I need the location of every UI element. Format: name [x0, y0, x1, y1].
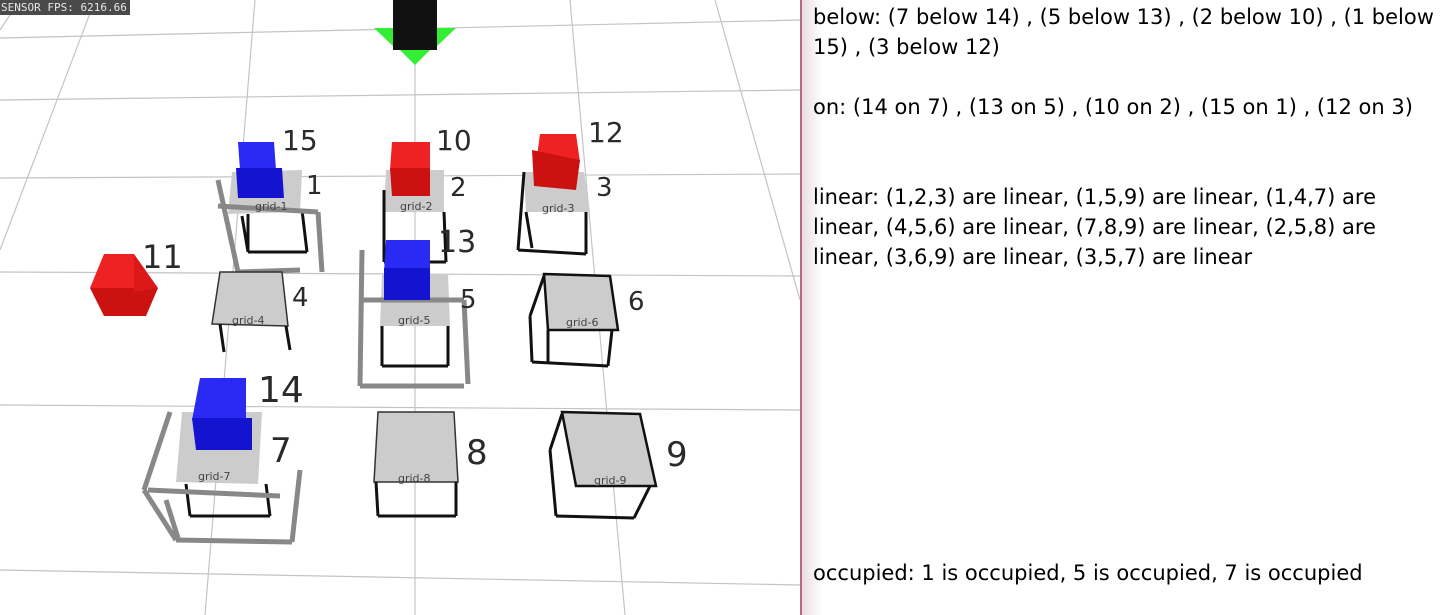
grid-number-7: 7 — [270, 431, 292, 471]
grid-number-9: 9 — [666, 435, 688, 475]
grid-number-3: 3 — [596, 173, 613, 203]
arrow-right-fin — [437, 28, 456, 46]
grid-number-4: 4 — [292, 283, 309, 313]
block-label-14: 14 — [258, 370, 304, 411]
robot-gripper — [374, 0, 456, 65]
grid-number-5: 5 — [460, 285, 477, 315]
grid-number-8: 8 — [466, 433, 488, 473]
block-14-blue[interactable]: 14 — [192, 370, 304, 450]
block-label-10: 10 — [436, 124, 472, 157]
grid-label-3: grid-3 — [542, 202, 575, 215]
grid-label-1: grid-1 — [255, 200, 288, 213]
block-13-blue[interactable]: 13 — [384, 225, 476, 300]
grid-cell-9[interactable]: grid-9 9 — [548, 410, 688, 520]
grid-label-6: grid-6 — [566, 316, 599, 329]
fps-readout: SENSOR FPS: 6216.66 — [0, 0, 130, 15]
grid-number-6: 6 — [628, 287, 645, 317]
panel-shade — [802, 0, 822, 615]
block-label-13: 13 — [438, 225, 476, 260]
block-label-11: 11 — [142, 238, 183, 276]
scene-canvas: grid-1 1 grid-2 2 grid-3 — [0, 0, 800, 615]
grid-label-2: grid-2 — [400, 200, 433, 213]
block-12-red[interactable]: 12 — [532, 116, 624, 190]
block-10-red[interactable]: 10 — [390, 124, 472, 196]
grid-label-9: grid-9 — [594, 474, 627, 487]
block-11-red[interactable]: 11 — [90, 238, 183, 316]
grid-label-7: grid-7 — [198, 470, 231, 483]
sim-viewport[interactable]: grid-1 1 grid-2 2 grid-3 — [0, 0, 800, 615]
grid-cell-6[interactable]: grid-6 6 — [528, 272, 645, 368]
predicate-linear: linear: (1,2,3) are linear, (1,5,9) are … — [813, 185, 1377, 269]
grid-number-1: 1 — [306, 171, 323, 201]
arrow-tip — [400, 50, 430, 65]
grid-cell-8[interactable]: grid-8 8 — [373, 411, 488, 518]
block-label-12: 12 — [588, 116, 624, 149]
predicate-panel: below: (7 below 14) , (5 below 13) , (2 … — [813, 0, 1441, 615]
predicate-below: below: (7 below 14) , (5 below 13) , (2 … — [813, 5, 1434, 59]
block-15-blue[interactable]: 15 — [236, 124, 318, 198]
gripper-body — [393, 0, 437, 50]
block-label-15: 15 — [282, 124, 318, 157]
grid-label-8: grid-8 — [398, 472, 431, 485]
panel-divider — [800, 0, 802, 615]
grid-number-2: 2 — [450, 173, 467, 203]
grid-cell-4[interactable]: grid-4 4 — [211, 271, 309, 353]
grid-label-5: grid-5 — [398, 314, 431, 327]
grid-label-4: grid-4 — [232, 314, 265, 327]
predicate-occupied: occupied: 1 is occupied, 5 is occupied, … — [813, 561, 1363, 585]
predicate-on: on: (14 on 7) , (13 on 5) , (10 on 2) , … — [813, 95, 1413, 119]
arrow-left-fin — [374, 28, 393, 46]
